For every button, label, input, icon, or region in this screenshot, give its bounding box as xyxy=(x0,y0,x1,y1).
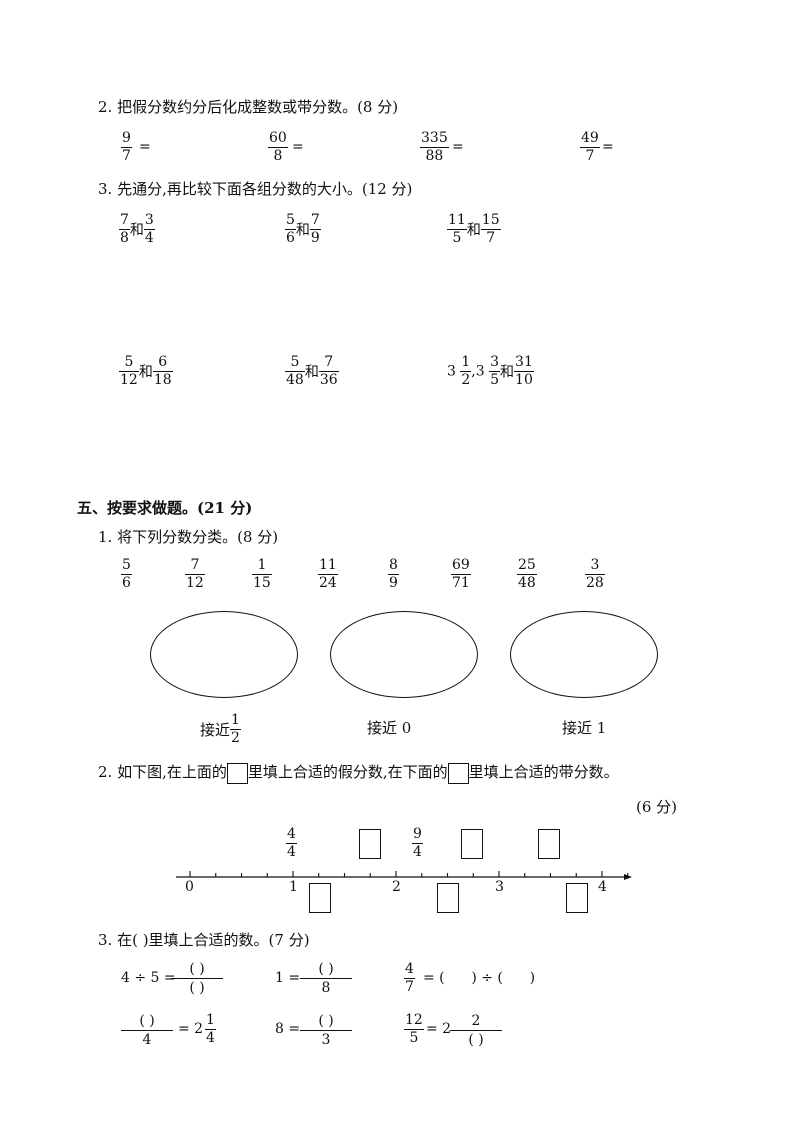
classify-oval-zero[interactable] xyxy=(330,611,478,698)
tick-label-4: 4 xyxy=(598,879,607,895)
eq-1-left: 4 ÷ 5 = xyxy=(121,970,176,986)
eq-4-mid: = 2 xyxy=(178,1021,204,1037)
p2-title: 2. 如下图,在上面的里填上合适的假分数,在下面的里填上合适的带分数。 xyxy=(98,762,619,784)
eq-5-left: 8 = xyxy=(275,1021,301,1037)
section-5-title: 五、按要求做题。(21 分) xyxy=(77,499,253,517)
p2-score: (6 分) xyxy=(636,798,678,816)
eq-4-answer[interactable]: ( )4 xyxy=(121,1012,173,1049)
classify-oval-one[interactable] xyxy=(510,611,658,698)
answer-box-bottom-3[interactable] xyxy=(566,883,588,913)
p1-title: 1. 将下列分数分类。(8 分) xyxy=(98,528,279,546)
p3-title: 3. 在( )里填上合适的数。(7 分) xyxy=(98,931,310,949)
eq-2-answer[interactable]: ( )8 xyxy=(300,960,352,997)
eq-3-right[interactable]: = ( ) ÷ ( ) xyxy=(423,970,536,986)
q2-title: 2. 把假分数约分后化成整数或带分数。(8 分) xyxy=(98,98,399,116)
tick-label-1: 1 xyxy=(289,879,298,895)
q2-equals-1: = xyxy=(139,139,151,155)
answer-box-top-3[interactable] xyxy=(538,829,560,859)
label-near-zero: 接近 0 xyxy=(367,719,412,737)
q2-equals-3: = xyxy=(452,139,464,155)
classify-oval-half[interactable] xyxy=(150,611,298,698)
tick-label-2: 2 xyxy=(392,879,401,895)
eq-6-answer[interactable]: 2( ) xyxy=(450,1012,502,1049)
eq-5-answer[interactable]: ( )3 xyxy=(300,1012,352,1049)
tick-label-3: 3 xyxy=(495,879,504,895)
q2-equals-4: = xyxy=(602,139,614,155)
answer-box-bottom-2[interactable] xyxy=(437,883,459,913)
answer-box-top-2[interactable] xyxy=(461,829,483,859)
inline-box-icon xyxy=(226,762,248,784)
eq-1-answer[interactable]: ( )( ) xyxy=(171,960,223,997)
label-near-one: 接近 1 xyxy=(562,719,607,737)
number-line xyxy=(176,871,632,880)
tick-label-0: 0 xyxy=(185,879,194,895)
q3-title: 3. 先通分,再比较下面各组分数的大小。(12 分) xyxy=(98,180,413,198)
answer-box-top-1[interactable] xyxy=(359,829,381,859)
eq-2-left: 1 = xyxy=(275,970,301,986)
eq-6-mid: = 2 xyxy=(426,1021,452,1037)
answer-box-bottom-1[interactable] xyxy=(309,883,331,913)
q2-equals-2: = xyxy=(292,139,304,155)
inline-box-icon xyxy=(447,762,469,784)
